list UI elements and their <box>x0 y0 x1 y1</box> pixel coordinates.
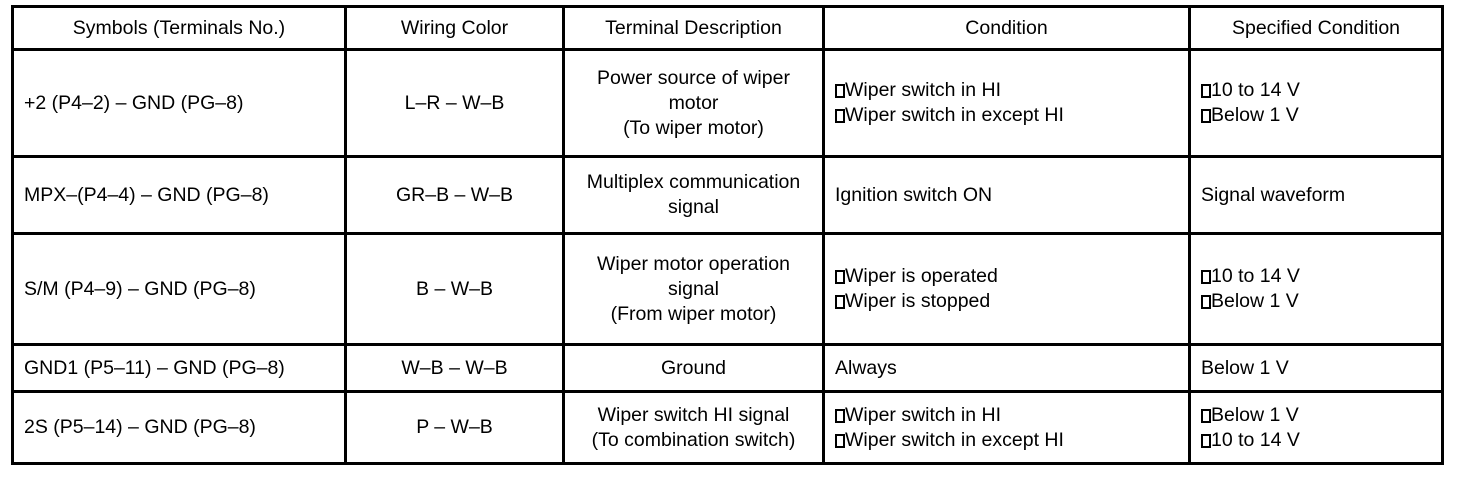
tofu-square-icon <box>835 109 845 123</box>
table-row: MPX–(P4–4) – GND (PG–8) GR–B – W–B Multi… <box>11 155 1444 235</box>
description-line: Wiper switch HI signal <box>597 403 790 426</box>
specified-item-label: Below 1 V <box>1211 290 1299 312</box>
description-line: Multiplex communication <box>586 171 801 193</box>
specified-item: 10 to 14 V <box>1201 78 1431 103</box>
cell-condition: Always <box>822 343 1191 393</box>
condition-item-label: Wiper switch in except HI <box>845 428 1064 451</box>
table-row: S/M (P4–9) – GND (PG–8) B – W–B Wiper mo… <box>11 232 1444 346</box>
tofu-square-icon <box>835 84 845 98</box>
condition-item: Wiper switch in except HI <box>835 103 1178 128</box>
column-header-wiring-color: Wiring Color <box>344 5 565 51</box>
header-row: Symbols (Terminals No.) Wiring Color Ter… <box>11 5 1444 51</box>
tofu-square-icon <box>1201 270 1211 284</box>
condition-item: Wiper switch in except HI <box>835 428 1178 453</box>
table-row: GND1 (P5–11) – GND (PG–8) W–B – W–B Grou… <box>11 343 1444 393</box>
cell-symbols: +2 (P4–2) – GND (PG–8) <box>11 48 347 158</box>
condition-item: Wiper is stopped <box>835 289 1178 314</box>
specified-item-label: 10 to 14 V <box>1211 79 1300 101</box>
condition-item-label: Wiper is operated <box>845 265 998 287</box>
description-line: motor <box>668 91 719 114</box>
description-line: (To wiper motor) <box>623 116 764 139</box>
table-body: +2 (P4–2) – GND (PG–8) L–R – W–B Power s… <box>11 48 1444 465</box>
cell-symbols: MPX–(P4–4) – GND (PG–8) <box>11 155 347 235</box>
cell-condition: Wiper is operated Wiper is stopped <box>822 232 1191 346</box>
tofu-square-icon <box>835 433 845 448</box>
condition-item: Wiper is operated <box>835 264 1178 289</box>
cell-specified-condition: Below 1 V 10 to 14 V <box>1188 390 1444 465</box>
condition-item: Wiper switch in HI <box>835 403 1178 428</box>
specified-item: Below 1 V <box>1201 403 1431 428</box>
tofu-square-icon <box>1201 295 1211 309</box>
cell-terminal-description: Power source of wiper motor (To wiper mo… <box>562 48 825 158</box>
specified-item-label: 10 to 14 V <box>1211 265 1300 287</box>
specified-item-label: Below 1 V <box>1211 403 1299 426</box>
cell-terminal-description: Ground <box>562 343 825 393</box>
cell-symbols: GND1 (P5–11) – GND (PG–8) <box>11 343 347 393</box>
cell-specified-condition: 10 to 14 V Below 1 V <box>1188 48 1444 158</box>
table-row: 2S (P5–14) – GND (PG–8) P – W–B Wiper sw… <box>11 390 1444 465</box>
cell-terminal-description: Multiplex communication signal <box>562 155 825 235</box>
cell-condition: Ignition switch ON <box>822 155 1191 235</box>
description-line: (To combination switch) <box>591 428 796 451</box>
column-header-condition: Condition <box>822 5 1191 51</box>
cell-wiring-color: GR–B – W–B <box>344 155 565 235</box>
cell-symbols: S/M (P4–9) – GND (PG–8) <box>11 232 347 346</box>
condition-item: Wiper switch in HI <box>835 78 1178 103</box>
description-line: (From wiper motor) <box>610 302 777 325</box>
condition-item-label: Wiper switch in HI <box>845 403 1002 426</box>
description-line: signal <box>668 277 719 300</box>
column-header-terminal-description: Terminal Description <box>562 5 825 51</box>
cell-condition: Wiper switch in HI Wiper switch in excep… <box>822 48 1191 158</box>
cell-wiring-color: W–B – W–B <box>344 343 565 393</box>
terminal-specification-table: Symbols (Terminals No.) Wiring Color Ter… <box>11 5 1444 465</box>
tofu-square-icon <box>835 295 845 309</box>
specified-item: Below 1 V <box>1201 103 1431 128</box>
cell-terminal-description: Wiper switch HI signal (To combination s… <box>562 390 825 465</box>
specified-item-label: 10 to 14 V <box>1211 428 1300 451</box>
cell-specified-condition: 10 to 14 V Below 1 V <box>1188 232 1444 346</box>
column-header-symbols: Symbols (Terminals No.) <box>11 5 347 51</box>
description-line: signal <box>668 196 719 218</box>
specified-item: Below 1 V <box>1201 289 1431 314</box>
specified-item-label: Below 1 V <box>1211 104 1299 126</box>
condition-item-label: Wiper switch in except HI <box>845 104 1064 126</box>
table-header: Symbols (Terminals No.) Wiring Color Ter… <box>11 5 1444 51</box>
table-row: +2 (P4–2) – GND (PG–8) L–R – W–B Power s… <box>11 48 1444 158</box>
tofu-square-icon <box>835 408 845 423</box>
cell-wiring-color: P – W–B <box>344 390 565 465</box>
cell-specified-condition: Signal waveform <box>1188 155 1444 235</box>
cell-terminal-description: Wiper motor operation signal (From wiper… <box>562 232 825 346</box>
description-line: Wiper motor operation <box>597 252 790 275</box>
condition-item-label: Wiper is stopped <box>845 290 991 312</box>
specified-item: 10 to 14 V <box>1201 264 1431 289</box>
tofu-square-icon <box>835 270 845 284</box>
cell-specified-condition: Below 1 V <box>1188 343 1444 393</box>
cell-symbols: 2S (P5–14) – GND (PG–8) <box>11 390 347 465</box>
description-line: Power source of wiper <box>597 66 790 89</box>
tofu-square-icon <box>1201 408 1211 423</box>
column-header-specified-condition: Specified Condition <box>1188 5 1444 51</box>
tofu-square-icon <box>1201 84 1211 98</box>
cell-condition: Wiper switch in HI Wiper switch in excep… <box>822 390 1191 465</box>
cell-wiring-color: L–R – W–B <box>344 48 565 158</box>
cell-wiring-color: B – W–B <box>344 232 565 346</box>
tofu-square-icon <box>1201 109 1211 123</box>
specified-item: 10 to 14 V <box>1201 428 1431 453</box>
tofu-square-icon <box>1201 433 1211 448</box>
condition-item-label: Wiper switch in HI <box>845 79 1002 101</box>
